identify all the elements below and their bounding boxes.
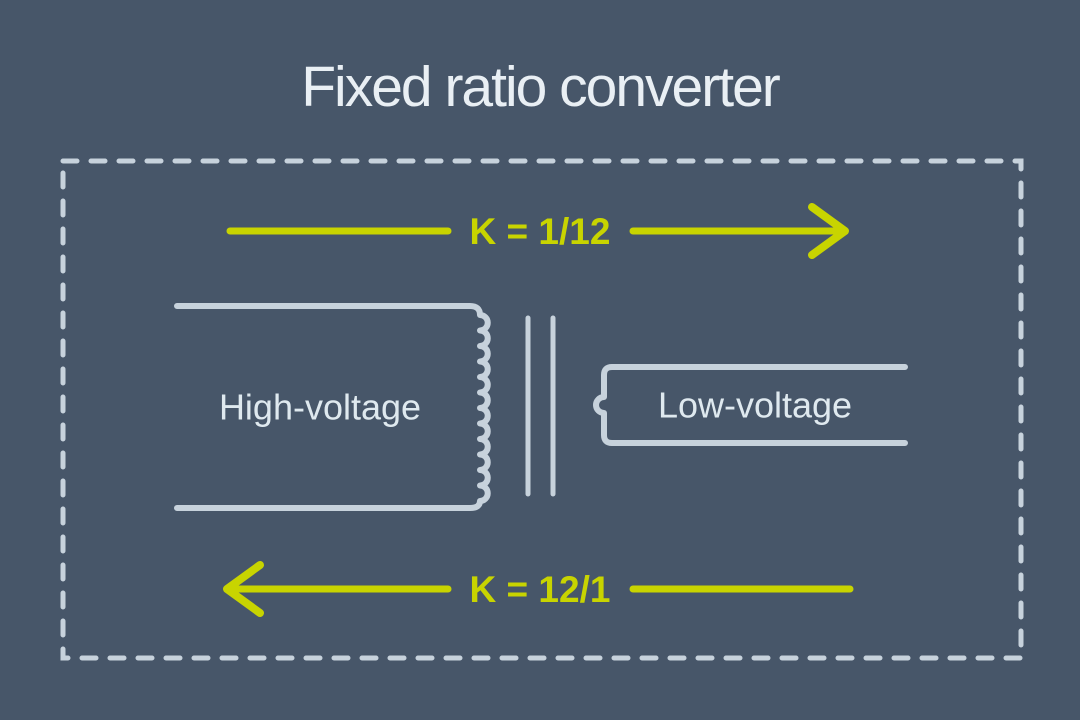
- right-arrowhead-icon: [808, 203, 849, 259]
- ratio-label-forward: K = 1/12: [470, 211, 611, 252]
- lv-side-label: Low-voltage: [658, 385, 852, 426]
- hv-side-label: High-voltage: [219, 387, 421, 428]
- page-title: Fixed ratio converter: [301, 55, 781, 119]
- transformer-symbol: High-voltage Low-voltage: [174, 303, 908, 511]
- lv-to-hv-arrow: K = 12/1: [223, 561, 854, 617]
- hv-winding: [174, 303, 491, 511]
- transformer-core: [525, 315, 556, 497]
- dashed-boundary: [60, 158, 1024, 661]
- lv-winding: [593, 364, 908, 446]
- hv-to-lv-arrow: K = 1/12: [226, 203, 849, 259]
- ratio-label-reverse: K = 12/1: [470, 569, 611, 610]
- left-arrowhead-icon: [223, 561, 264, 617]
